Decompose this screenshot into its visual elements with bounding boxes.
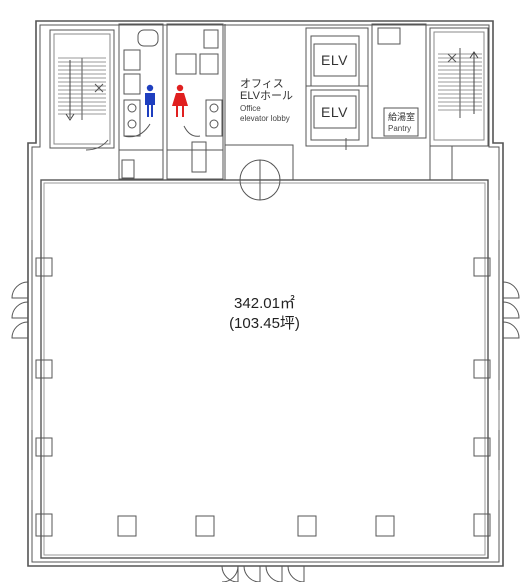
pantry-label-en: Pantry bbox=[388, 124, 412, 133]
area-size-label: 342.01㎡ bbox=[234, 295, 295, 312]
area-tsubo-label: (103.45坪) bbox=[229, 315, 300, 332]
columns bbox=[35, 257, 491, 537]
lobby-label-en-2: elevator lobby bbox=[240, 114, 290, 123]
right-exterior-doors[interactable] bbox=[502, 281, 520, 339]
pantry-label-jp: 給湯室 bbox=[388, 112, 416, 122]
elevator-shafts bbox=[305, 27, 369, 150]
elevator-label-1: ELV bbox=[321, 52, 348, 68]
male-restroom-icon bbox=[145, 84, 155, 117]
stair-right bbox=[429, 27, 489, 147]
female-restroom-icon bbox=[172, 84, 188, 117]
elevator-lobby bbox=[224, 24, 294, 180]
mens-restroom bbox=[118, 23, 164, 180]
pantry-room bbox=[371, 23, 427, 139]
lobby-label-jp-2: ELVホール bbox=[240, 90, 293, 102]
office-hall-wall bbox=[40, 179, 489, 559]
elevator-label-2: ELV bbox=[321, 104, 348, 120]
bottom-exterior-doors[interactable] bbox=[221, 565, 305, 582]
lobby-label-jp-1: オフィス bbox=[240, 78, 284, 90]
entrance-door[interactable] bbox=[239, 159, 281, 201]
lobby-label-en-1: Office bbox=[240, 104, 261, 113]
womens-restroom bbox=[166, 23, 224, 180]
stair-left bbox=[49, 29, 115, 151]
left-exterior-doors[interactable] bbox=[11, 281, 29, 339]
outer-wall bbox=[27, 20, 504, 567]
window-mullions bbox=[31, 200, 500, 563]
